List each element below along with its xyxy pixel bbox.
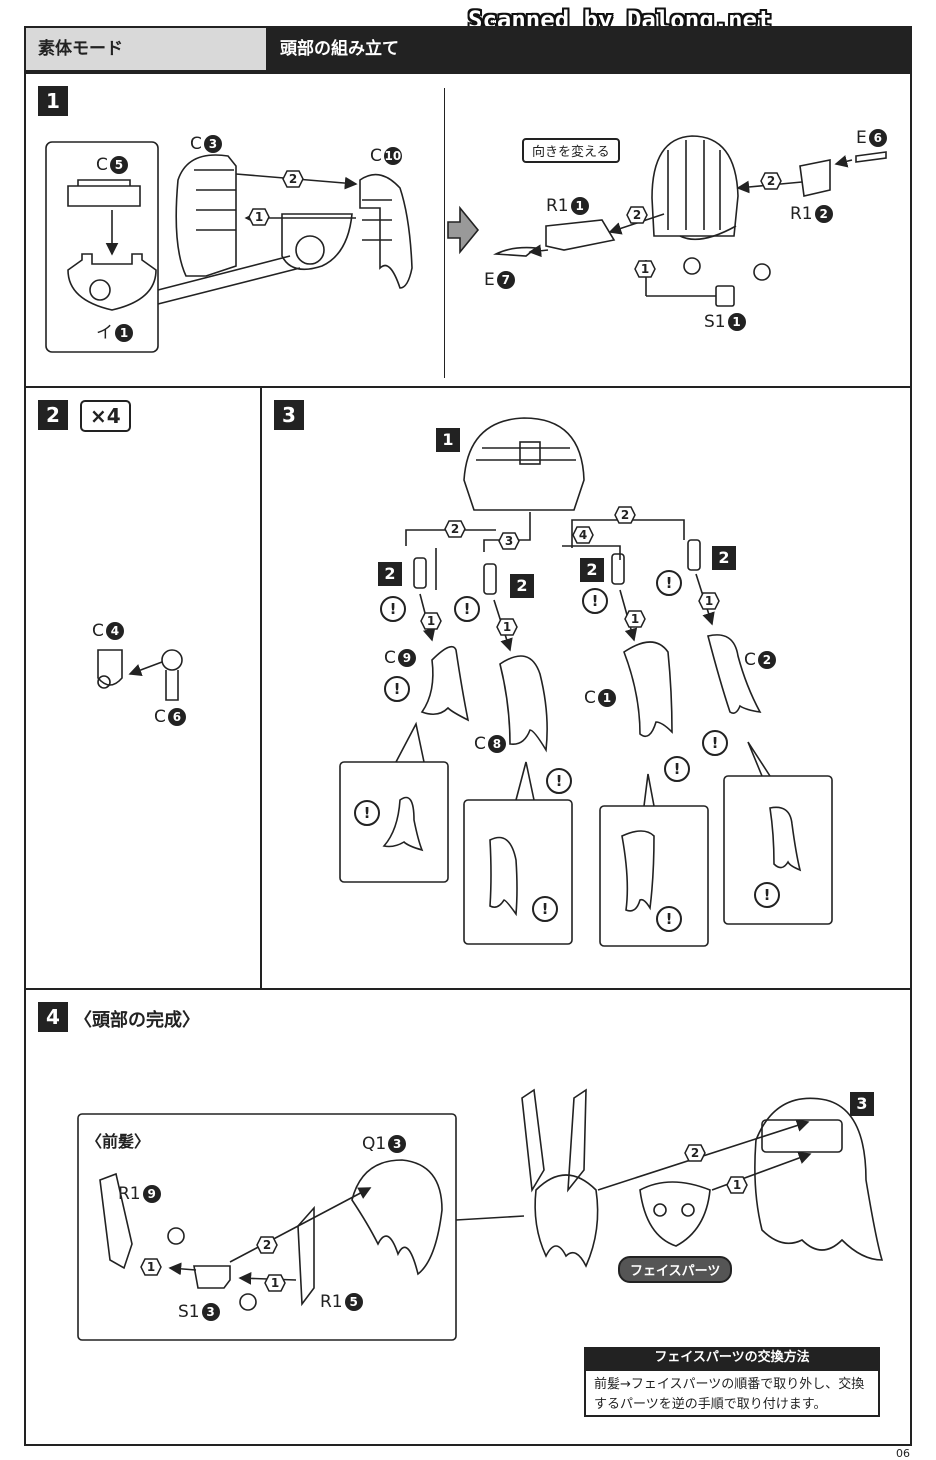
step1-divider <box>444 88 445 378</box>
step3-sub-c: 2 <box>580 558 604 582</box>
page-title: 頭部の組み立て <box>268 26 912 72</box>
seq-2-c: 2 <box>626 206 648 224</box>
step-4-title: 〈頭部の完成〉 <box>74 1010 200 1031</box>
seq-2-b: 2 <box>760 172 782 190</box>
step4-ref-step: 3 <box>850 1092 874 1116</box>
page-number: 06 <box>896 1447 910 1460</box>
mode-label: 素体モード <box>24 26 268 72</box>
seq4-1-c: 1 <box>726 1176 748 1194</box>
warning-icon: ! <box>384 676 410 702</box>
warning-icon: ! <box>454 596 480 622</box>
step-3-number: 3 <box>274 400 304 430</box>
warning-icon: ! <box>354 800 380 826</box>
warning-icon: ! <box>656 570 682 596</box>
step-1-number: 1 <box>38 86 68 116</box>
seq3-3: 3 <box>498 532 520 550</box>
warning-icon: ! <box>702 730 728 756</box>
note-text: 前髪→フェイスパーツの順番で取り外し、交換するパーツを逆の手順で取り付けます。 <box>584 1369 880 1417</box>
seq3-4: 4 <box>572 526 594 544</box>
seq-2-a: 2 <box>282 170 304 188</box>
seq-1-a: 1 <box>248 208 270 226</box>
step-4-number: 4 <box>38 1002 68 1032</box>
warning-icon: ! <box>380 596 406 622</box>
face-parts-label: フェイスパーツ <box>618 1256 733 1283</box>
seq4-2-a: 2 <box>256 1236 278 1254</box>
warning-icon: ! <box>532 896 558 922</box>
seq4-2-b: 2 <box>684 1144 706 1162</box>
warning-icon: ! <box>656 906 682 932</box>
orientation-label: 向きを変える <box>522 138 620 163</box>
seq3-2-right: 2 <box>614 506 636 524</box>
seq3-1-b: 1 <box>496 618 518 636</box>
seq3-2-left: 2 <box>444 520 466 538</box>
step-2-multiplier: ×4 <box>80 400 131 432</box>
step3-sub-d: 2 <box>712 546 736 570</box>
step3-sub-b: 2 <box>510 574 534 598</box>
step3-sub-a: 2 <box>378 562 402 586</box>
bangs-title: 〈前髪〉 <box>86 1132 151 1151</box>
seq4-1-b: 1 <box>264 1274 286 1292</box>
warning-icon: ! <box>664 756 690 782</box>
seq3-1-d: 1 <box>698 592 720 610</box>
seq-1-b: 1 <box>634 260 656 278</box>
warning-icon: ! <box>582 588 608 614</box>
note-title: フェイスパーツの交換方法 <box>584 1347 880 1369</box>
step4-frame <box>24 988 912 1446</box>
seq3-1-c: 1 <box>624 610 646 628</box>
step3-ref-step: 1 <box>436 428 460 452</box>
step-2-number: 2 <box>38 400 68 430</box>
seq3-1-a: 1 <box>420 612 442 630</box>
seq4-1-a: 1 <box>140 1258 162 1276</box>
warning-icon: ! <box>546 768 572 794</box>
warning-icon: ! <box>754 882 780 908</box>
